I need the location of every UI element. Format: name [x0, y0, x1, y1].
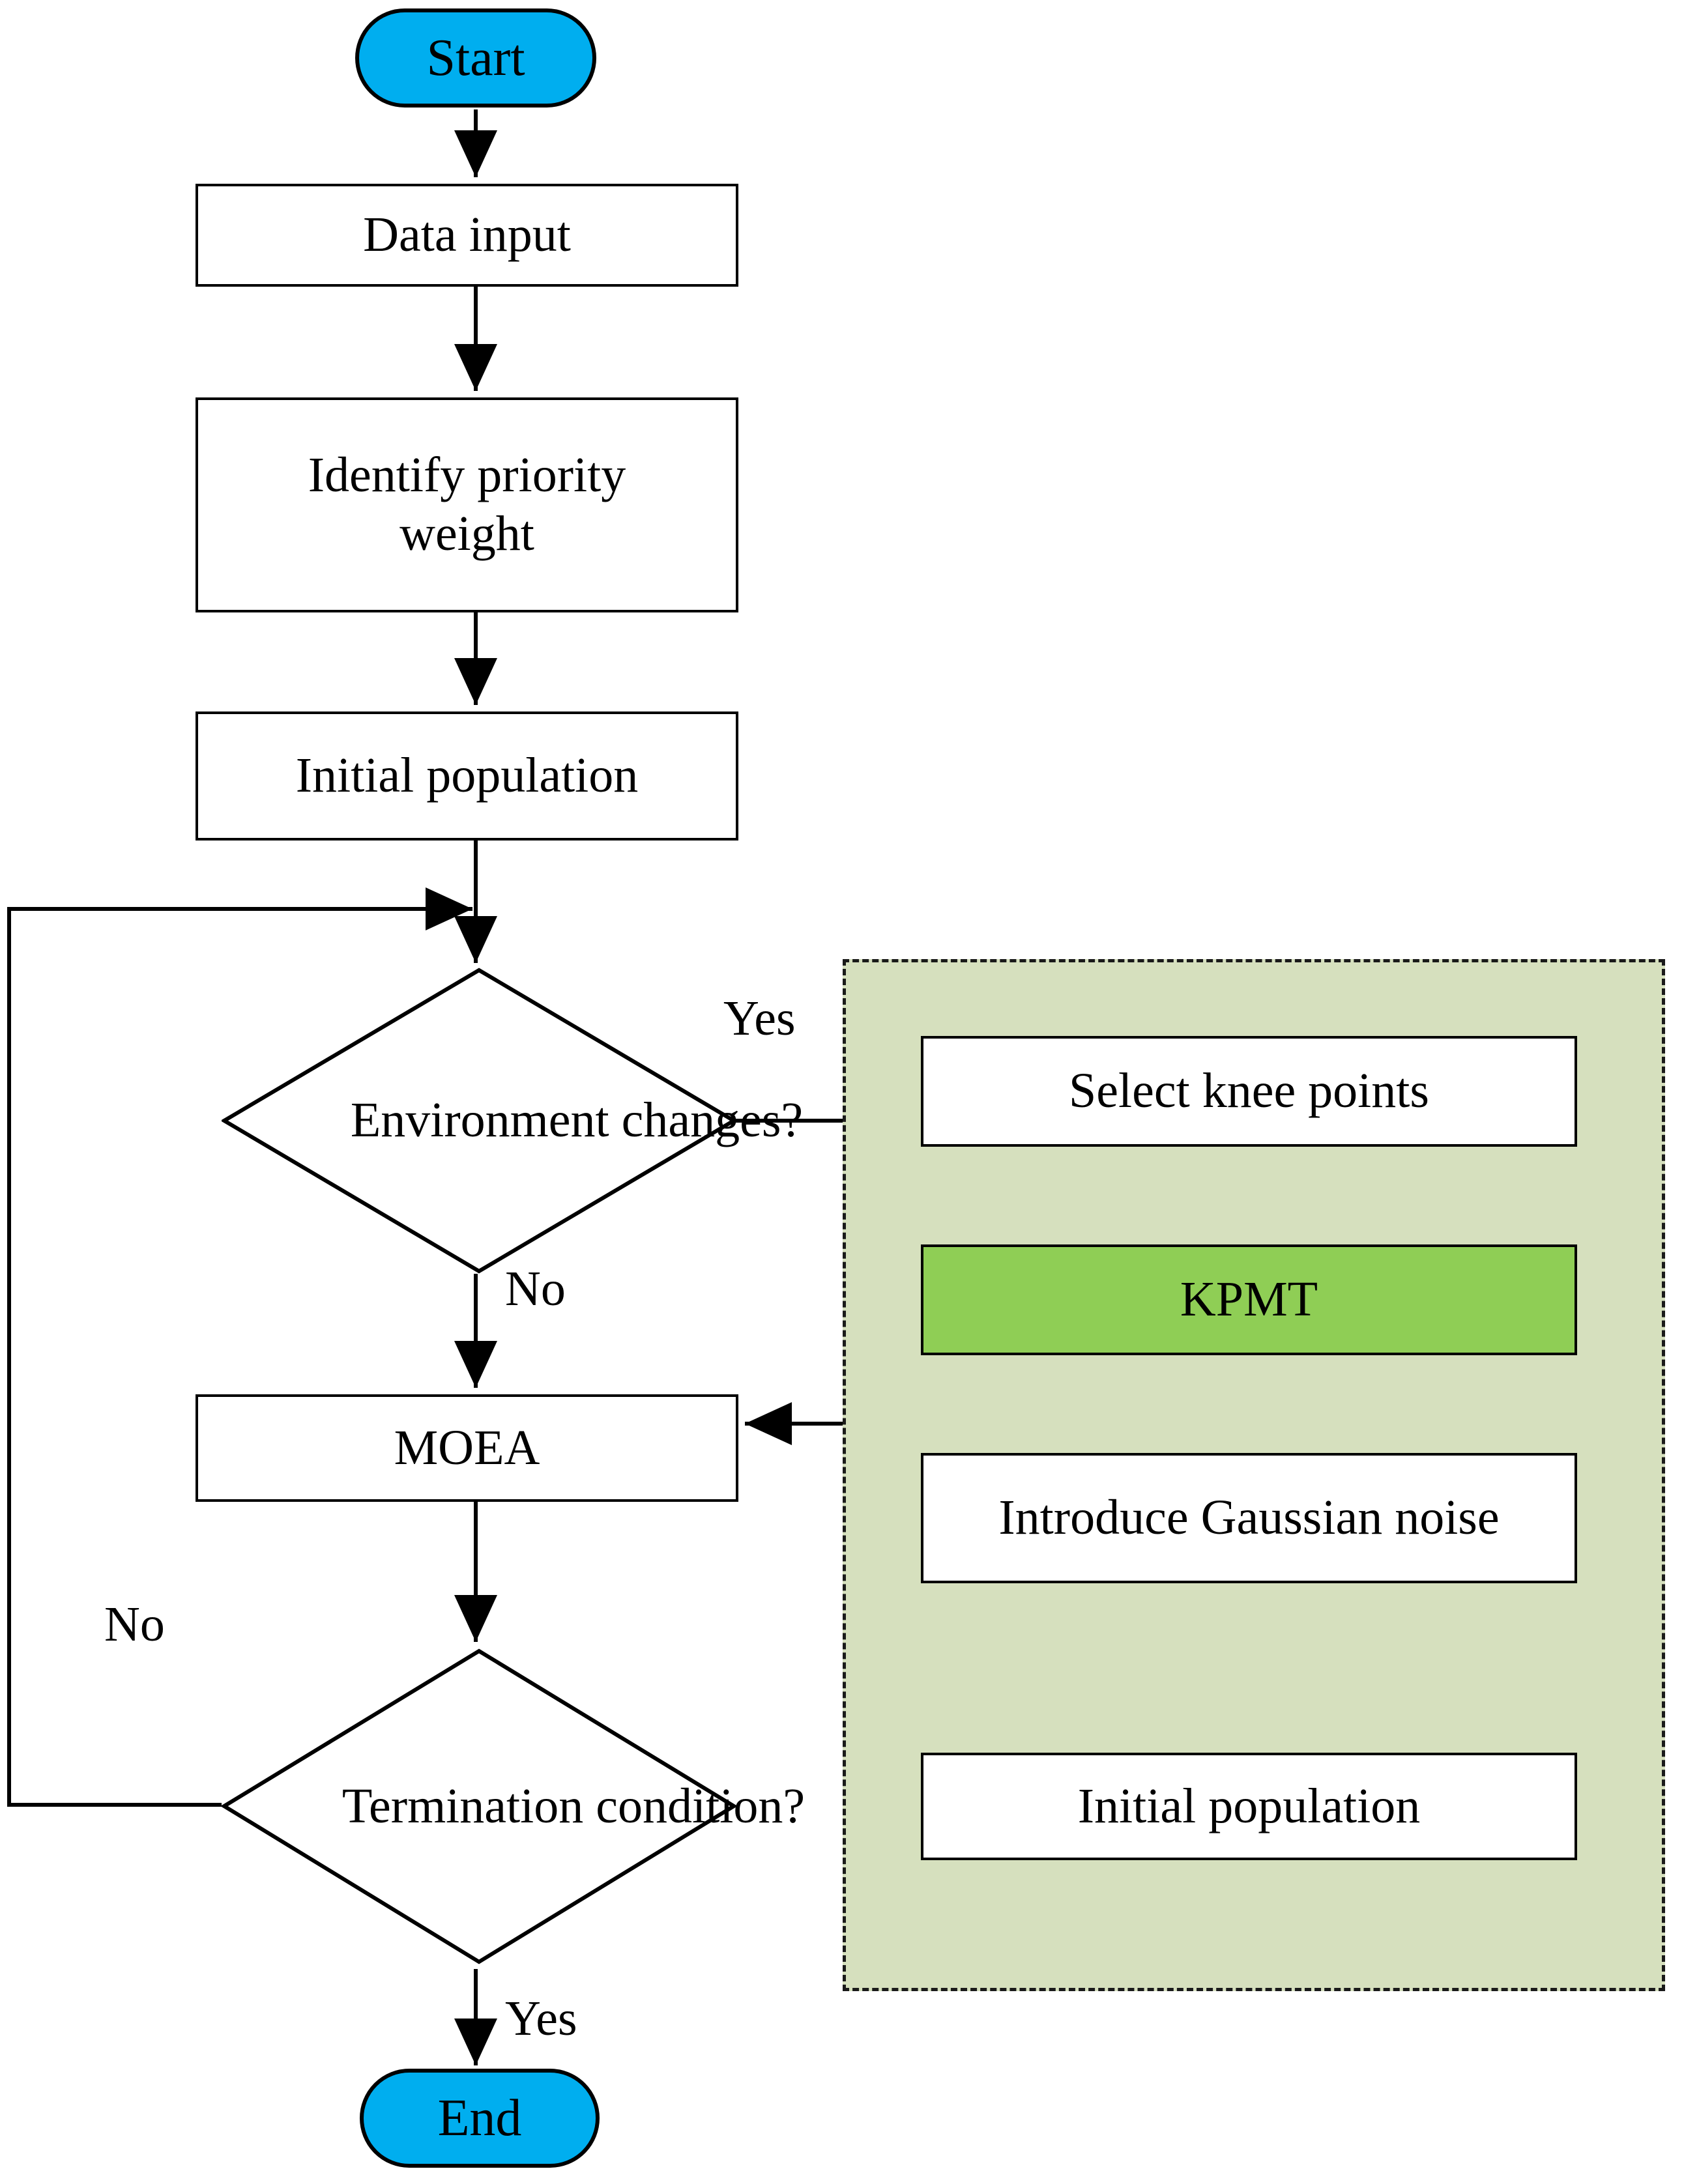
node-kpmt[interactable]: KPMT [921, 1244, 1577, 1355]
edge-label-termination-no: No [104, 1597, 165, 1652]
node-identify-priority-weight-label: Identify priority weight [308, 448, 626, 561]
node-end[interactable]: End [360, 2069, 600, 2168]
node-initial-population-left[interactable]: Initial population [196, 711, 738, 841]
node-initial-population-right[interactable]: Initial population [921, 1753, 1577, 1860]
node-environment-changes-label: Environment changes? [350, 1093, 804, 1148]
edge-label-environment-yes: Yes [723, 991, 796, 1046]
node-kpmt-label: KPMT [1180, 1272, 1318, 1327]
edge-label-environment-no: No [505, 1261, 566, 1316]
node-end-label: End [437, 2089, 522, 2147]
node-initial-population-right-label: Initial population [1077, 1778, 1421, 1833]
node-data-input[interactable]: Data input [196, 184, 738, 287]
node-environment-changes[interactable]: Environment changes? [222, 968, 803, 1274]
node-moea[interactable]: MOEA [196, 1394, 738, 1502]
node-identify-priority-weight[interactable]: Identify priority weight [196, 397, 738, 612]
node-select-knee-points[interactable]: Select knee points [921, 1036, 1577, 1147]
node-initial-population-left-label: Initial population [295, 748, 639, 803]
node-select-knee-points-label: Select knee points [1069, 1063, 1429, 1119]
node-termination-condition[interactable]: Termination condition? [222, 1648, 805, 1964]
node-start-label: Start [426, 29, 525, 87]
node-start[interactable]: Start [355, 8, 596, 108]
node-introduce-gaussian-noise-label: Introduce Gaussian noise [998, 1490, 1500, 1545]
node-termination-condition-label: Termination condition? [341, 1778, 806, 1833]
edge-label-termination-yes: Yes [505, 1991, 577, 2046]
node-moea-label: MOEA [394, 1420, 540, 1475]
node-introduce-gaussian-noise[interactable]: Introduce Gaussian noise [921, 1453, 1577, 1583]
node-data-input-label: Data input [363, 207, 571, 263]
